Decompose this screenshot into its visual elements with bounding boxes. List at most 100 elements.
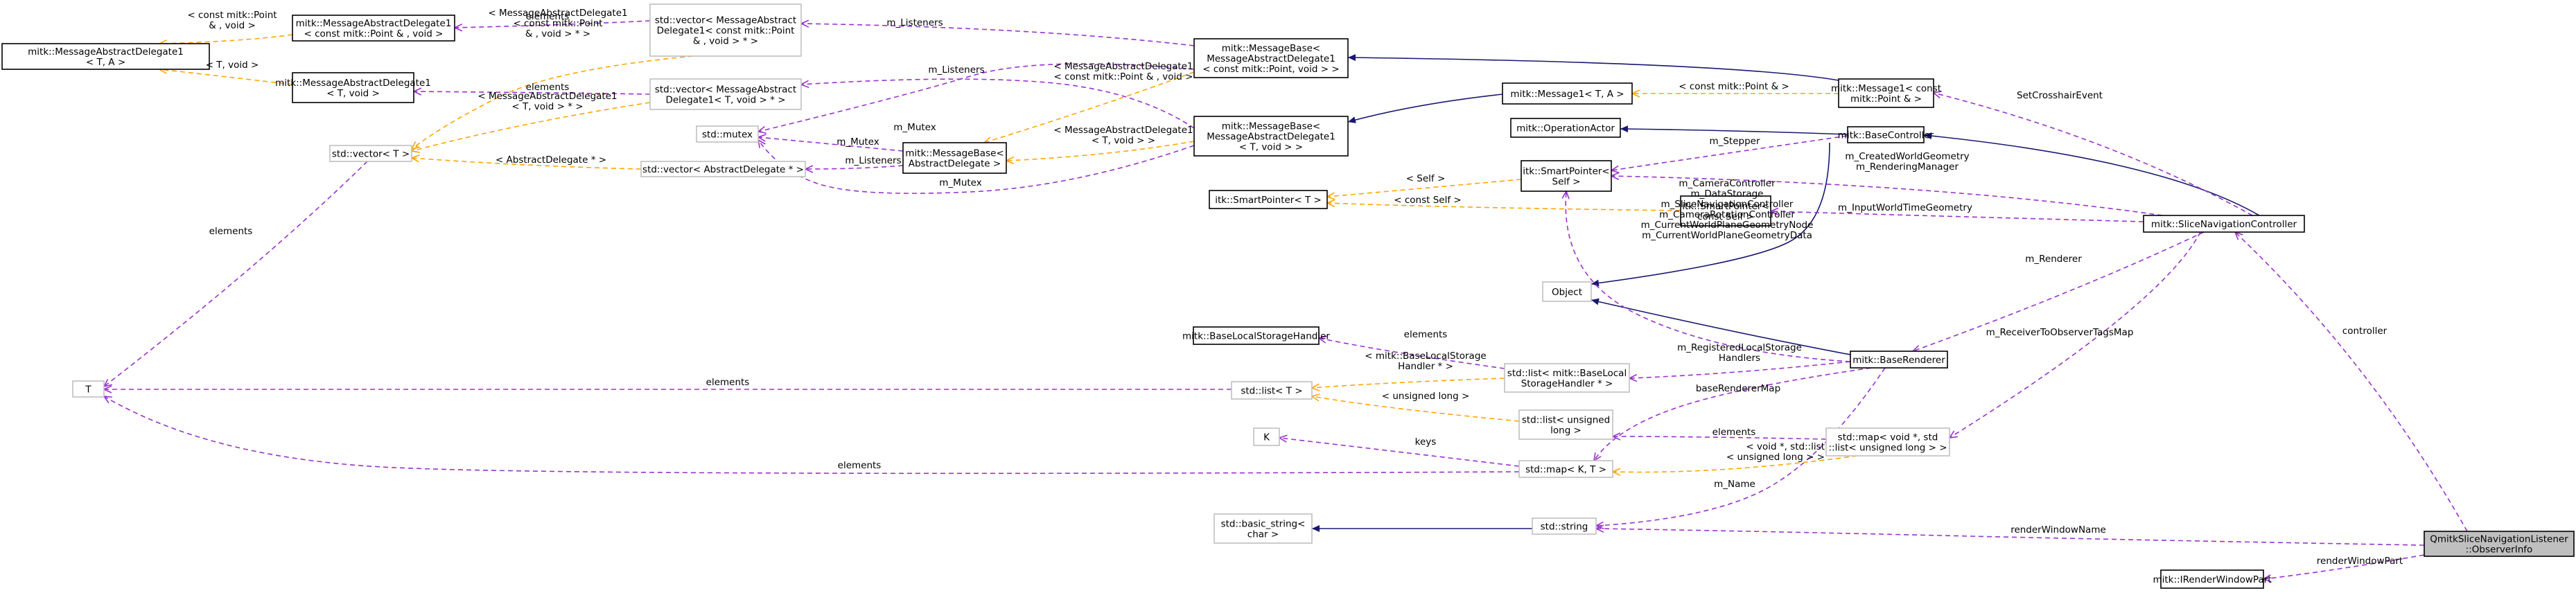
class-node-delegate-tA[interactable]: mitk::MessageAbstractDelegate1< T, A >	[1, 43, 210, 70]
class-node-slice-nav-controller[interactable]: mitk::SliceNavigationController	[2143, 215, 2305, 233]
class-node-message1-tA[interactable]: mitk::Message1< T, A >	[1502, 82, 1633, 105]
edge-label-line: < unsigned long > >	[1726, 452, 1825, 463]
class-node-map-KT[interactable]: std::map< K, T >	[1518, 460, 1613, 478]
class-node-delegate-tvoid[interactable]: mitk::MessageAbstractDelegate1< T, void …	[275, 72, 431, 103]
node-label: std::map< K, T >	[1525, 464, 1606, 475]
edge-label-line: < T, void > >	[1092, 135, 1155, 146]
node-label-line: K	[1263, 432, 1270, 443]
class-node-observer-info[interactable]: QmitkSliceNavigationListener::ObserverIn…	[2424, 531, 2575, 557]
node-label-line: T	[85, 384, 91, 396]
edge-label: elements	[838, 460, 882, 471]
node-box	[1825, 427, 1950, 457]
node-label: std::mutex	[702, 130, 753, 141]
edge-label-line: elements	[706, 377, 750, 388]
edge-label-line: m_CameraRotationController	[1659, 209, 1795, 220]
node-label-line: < const mitk::Point, void > >	[1202, 64, 1339, 75]
node-label-line: mitk::IRenderWindowPart	[2153, 574, 2271, 585]
template-edge-e_tpl_spT_spcs	[1327, 203, 1681, 211]
class-node-std-mutex[interactable]: std::mutex	[696, 125, 759, 143]
class-node-smartpointer-constself[interactable]: itk::SmartPointer<const Self >	[1680, 195, 1771, 227]
node-label-line: long >	[1550, 425, 1581, 436]
node-box	[292, 15, 455, 42]
usage-edge-e_vt_to_dtv	[414, 91, 651, 94]
class-node-smartpointer-self[interactable]: itk::SmartPointer<Self >	[1521, 160, 1612, 192]
class-node-T[interactable]: T	[72, 380, 105, 398]
class-node-messagebase-point[interactable]: mitk::MessageBase<MessageAbstractDelegat…	[1193, 38, 1349, 78]
class-node-messagebase-abstract[interactable]: mitk::MessageBase<AbstractDelegate >	[902, 142, 1007, 174]
class-node-basic-string[interactable]: std::basic_string<char >	[1213, 513, 1313, 544]
node-label-line: std::basic_string<	[1221, 519, 1306, 530]
node-label: std::vector< AbstractDelegate * >	[642, 164, 804, 175]
usage-edge-e_mapvl_to_lul	[1613, 436, 1827, 439]
edge-label: < unsigned long >	[1382, 391, 1470, 402]
class-node-K[interactable]: K	[1253, 427, 1280, 446]
node-box	[1532, 517, 1597, 535]
edge-label-line: m_Listeners	[886, 17, 943, 28]
edge-label: elements	[526, 11, 570, 22]
node-label: std::string	[1541, 522, 1588, 533]
node-box	[640, 161, 806, 177]
node-label-line: mitk::MessageAbstractDelegate1	[28, 46, 184, 57]
edge-label: < const Self >	[1394, 195, 1461, 206]
class-node-base-renderer[interactable]: mitk::BaseRenderer	[1850, 351, 1948, 369]
node-label-line: mitk::SliceNavigationController	[2151, 219, 2297, 230]
class-node-smartpointer-T[interactable]: itk::SmartPointer< T >	[1209, 190, 1328, 209]
template-edge-e_tpl_vT_vp	[412, 55, 694, 149]
edge-label-line: elements	[209, 226, 253, 237]
edge-label-line: m_CreatedWorldGeometry	[1845, 151, 1969, 162]
node-label-line: mitk::Message1< T, A >	[1510, 89, 1624, 100]
node-label-line: mitk::BaseRenderer	[1852, 355, 1945, 366]
class-node-std-string[interactable]: std::string	[1532, 517, 1597, 535]
class-node-vector-T[interactable]: std::vector< T >	[329, 145, 412, 162]
node-label-line: itk::SmartPointer< T >	[1215, 195, 1322, 206]
node-label-line: < T, A >	[86, 57, 125, 68]
node-label-line: std::string	[1541, 522, 1588, 533]
edge-label-line: m_DataStorage	[1691, 188, 1764, 200]
node-label: std::vector< T >	[332, 149, 410, 160]
edge-label: m_Name	[1714, 479, 1755, 490]
edge-label: baseRendererMap	[1696, 383, 1780, 394]
edge-label-line: m_Listeners	[845, 155, 901, 166]
class-node-object[interactable]: Object	[1542, 281, 1592, 302]
edge-label: elements	[526, 82, 570, 93]
class-node-operation-actor[interactable]: mitk::OperationActor	[1510, 118, 1621, 138]
node-label-line: ::ObserverInfo	[2466, 545, 2533, 556]
edge-label-line: m_Listeners	[928, 64, 984, 76]
edge-label-line: < mitk::BaseLocalStorage	[1365, 351, 1486, 362]
edge-label-line: elements	[1712, 427, 1756, 438]
edge-label: m_Listeners	[928, 64, 984, 76]
edge-label-line: < MessageAbstractDelegate1	[477, 91, 617, 102]
class-node-irender-window-part[interactable]: mitk::IRenderWindowPart	[2153, 569, 2272, 589]
node-label-line: Self >	[1552, 177, 1581, 188]
edge-label: < const mitk::Point & >	[1679, 81, 1789, 92]
node-box	[1193, 116, 1349, 157]
node-label-line: std::list< mitk::BaseLocal	[1507, 368, 1627, 379]
edge-label-line: controller	[2342, 326, 2387, 337]
class-node-list-T[interactable]: std::list< T >	[1231, 381, 1313, 400]
edge-label-line: m_RenderingManager	[1856, 161, 1959, 172]
class-node-base-controller[interactable]: mitk::BaseController	[1838, 126, 1934, 143]
edge-label: m_Listeners	[886, 17, 943, 28]
node-label: std::list< T >	[1241, 386, 1302, 397]
edge-label: m_Mutex	[939, 177, 981, 188]
class-node-vector-abstractdelegate[interactable]: std::vector< AbstractDelegate * >	[640, 161, 806, 177]
node-label-line: Object	[1552, 287, 1582, 298]
node-label-line: < const mitk::Point & , void >	[304, 28, 444, 39]
class-node-delegate-point[interactable]: mitk::MessageAbstractDelegate1< const mi…	[292, 15, 455, 42]
node-box	[1510, 118, 1621, 138]
edge-label: m_InputWorldTimeGeometry	[1838, 202, 1972, 213]
node-box	[292, 72, 414, 103]
node-label-line: < T, void > >	[1239, 142, 1303, 153]
node-label-line: Delegate1< T, void > * >	[665, 95, 785, 106]
edge-label-line: < const mitk::Point	[513, 18, 602, 29]
class-node-messagebase-tvoid[interactable]: mitk::MessageBase<MessageAbstractDelegat…	[1193, 116, 1349, 157]
class-node-base-local-storage-handler[interactable]: mitk::BaseLocalStorageHandler	[1182, 326, 1330, 345]
node-label: itk::SmartPointer<Self >	[1523, 166, 1609, 188]
class-node-map-voidlist[interactable]: std::map< void *, std::list< unsigned lo…	[1825, 427, 1950, 457]
